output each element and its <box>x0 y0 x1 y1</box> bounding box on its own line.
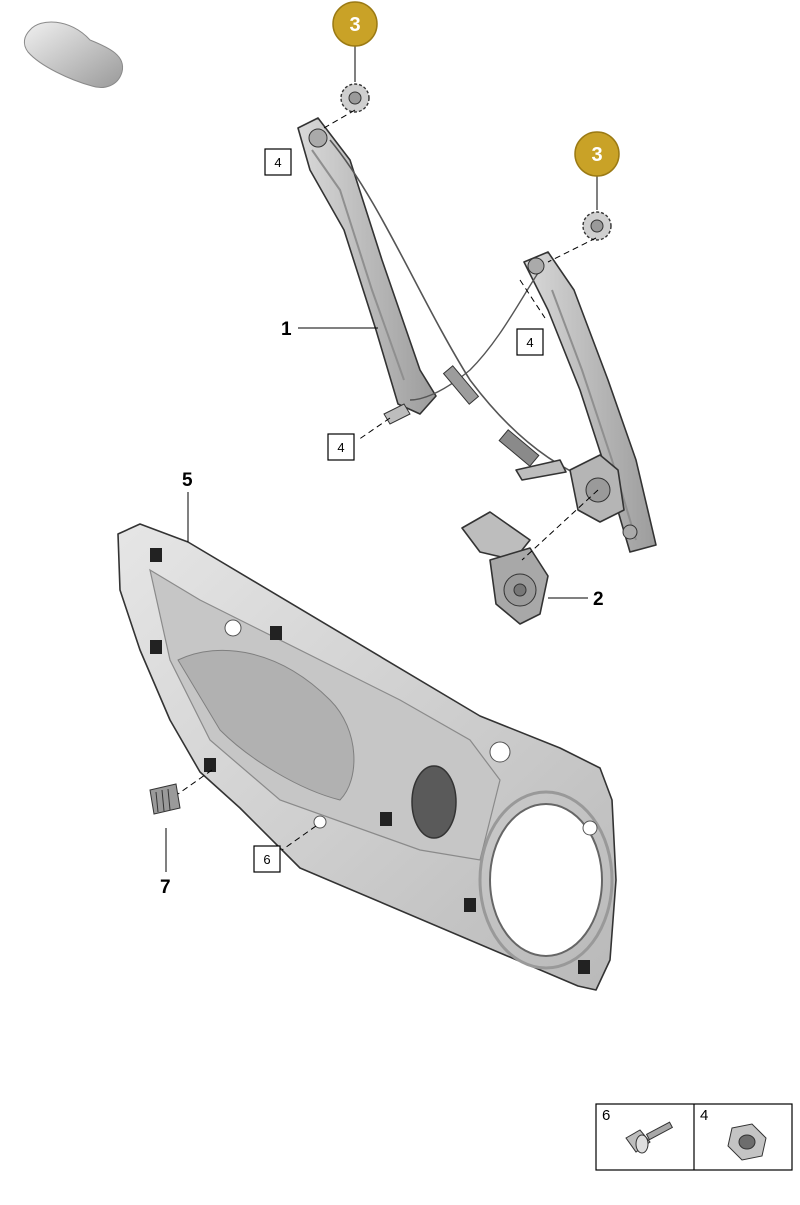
window-regulator <box>297 117 657 553</box>
svg-text:3: 3 <box>591 144 602 166</box>
ref-box-6: 6 <box>253 845 281 873</box>
door-panel <box>117 523 617 991</box>
svg-text:4: 4 <box>700 1107 708 1124</box>
legend-item-nut: 4 <box>700 1107 767 1161</box>
svg-text:3: 3 <box>349 14 360 36</box>
svg-text:4: 4 <box>337 440 344 455</box>
callout-7: 7 <box>160 877 171 898</box>
sprocket-nut-top-icon <box>340 83 370 113</box>
legend-item-bolt: 6 <box>602 1107 674 1154</box>
window-motor <box>461 511 549 625</box>
assembly-lines <box>165 46 599 872</box>
sprocket-nut-right-icon <box>582 211 612 241</box>
car-thumbnail-icon <box>23 21 124 88</box>
svg-text:6: 6 <box>602 1107 610 1124</box>
ref-box-4-bottom: 4 <box>327 433 355 461</box>
clip-part-icon <box>149 783 181 815</box>
callout-1: 1 <box>281 319 292 340</box>
nut-icon <box>727 1123 767 1161</box>
callout-2: 2 <box>593 589 604 610</box>
svg-text:4: 4 <box>274 155 281 170</box>
callout-badge-3-right: 3 <box>574 131 620 177</box>
svg-text:6: 6 <box>263 852 270 867</box>
hardware-legend: 6 4 <box>595 1103 793 1171</box>
ref-box-4-right: 4 <box>516 328 544 356</box>
bolt-icon <box>625 1121 674 1154</box>
svg-text:4: 4 <box>526 335 533 350</box>
callout-5: 5 <box>182 470 193 491</box>
ref-box-4-top: 4 <box>264 148 292 176</box>
callout-badge-3-top: 3 <box>332 1 378 47</box>
